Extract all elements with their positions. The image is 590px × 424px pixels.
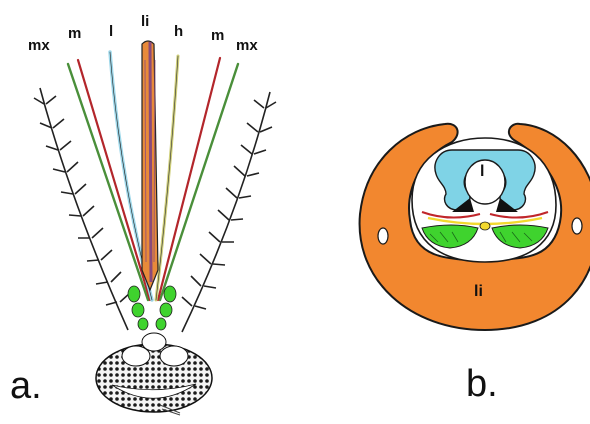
palp-base-segments	[128, 286, 176, 330]
label-l: l	[109, 23, 113, 40]
labium-sheath	[142, 41, 158, 290]
panel-b: l li b.	[360, 124, 590, 405]
panel-a-caption: a.	[10, 365, 42, 407]
label-m-left: m	[68, 25, 81, 42]
trachea-right	[572, 218, 582, 234]
label-mx-right: mx	[236, 37, 258, 54]
label-h: h	[174, 23, 183, 40]
label-li: li	[141, 13, 149, 30]
panel-b-caption: b.	[466, 363, 498, 405]
maxilla-left-stylet	[68, 64, 148, 300]
head-capsule	[96, 333, 212, 415]
food-canal	[465, 160, 505, 204]
maxillary-palp-left	[34, 88, 130, 330]
trachea-left	[378, 228, 388, 244]
label-mx-left: mx	[28, 37, 50, 54]
maxilla-right-stylet	[160, 64, 238, 300]
panel-a: mx m l li h m mx a.	[10, 13, 276, 415]
maxillary-palp-right	[182, 92, 276, 332]
label-b-li: li	[474, 283, 483, 300]
label-b-l: l	[480, 163, 484, 180]
hypopharynx-duct	[480, 222, 490, 230]
label-m-right: m	[211, 27, 224, 44]
